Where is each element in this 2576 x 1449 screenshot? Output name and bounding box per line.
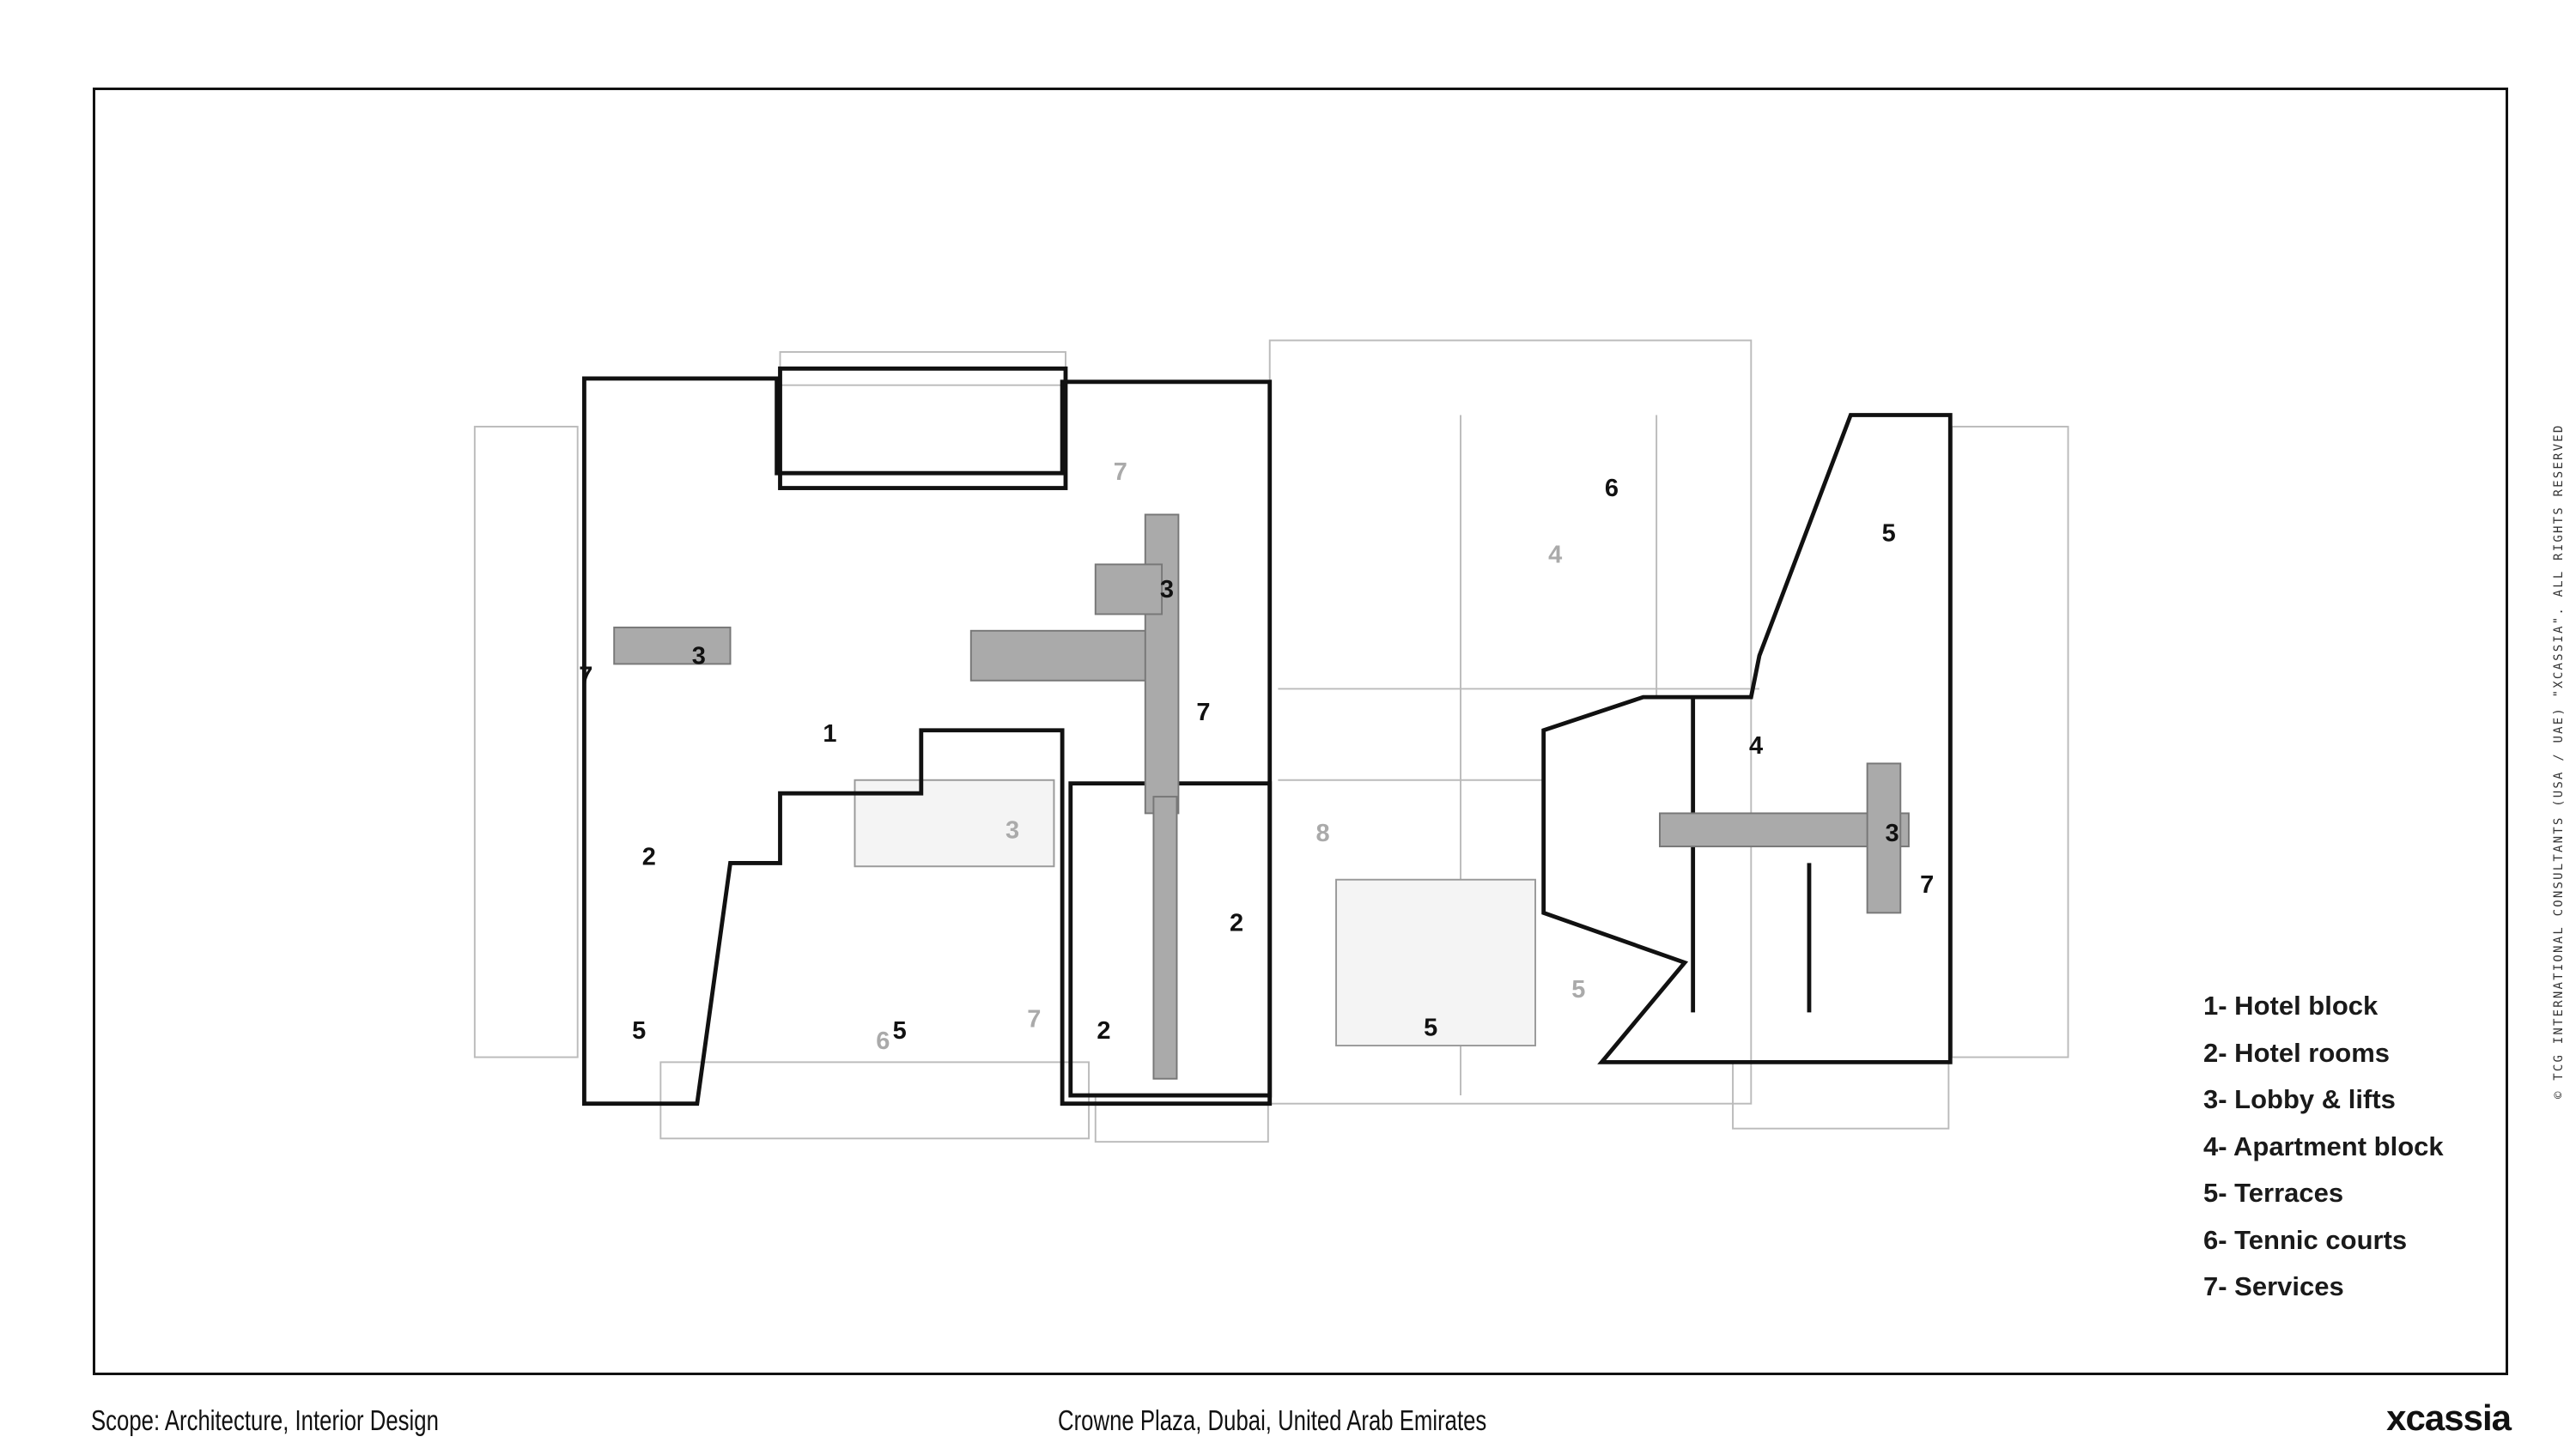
zone-label: 5 [893, 1017, 907, 1045]
seating-area [854, 779, 1536, 1046]
faded-zone-label: 3 [1005, 816, 1019, 844]
zone-label: 3 [692, 642, 706, 670]
building-outlines [581, 366, 1953, 1106]
xcassia-logo: xcassia [2386, 1397, 2512, 1438]
legend: 1- Hotel block 2- Hotel rooms 3- Lobby &… [2203, 987, 2444, 1315]
zone-label: 2 [642, 843, 656, 870]
zone-label: 3 [1886, 820, 1899, 847]
zone-label: 5 [1882, 519, 1896, 547]
faded-zone-label: 5 [1571, 976, 1585, 1003]
legend-item: 5- Terraces [2203, 1178, 2344, 1208]
zone-label: 4 [1749, 732, 1763, 760]
faded-zone-label: 8 [1316, 820, 1330, 847]
legend-item: 3- Lobby & lifts [2203, 1084, 2396, 1114]
legend-item: 1- Hotel block [2203, 991, 2379, 1021]
scope-text: Scope: Architecture, Interior Design [91, 1404, 439, 1436]
legend-item: 2- Hotel rooms [2203, 1037, 2391, 1068]
project-title: Crowne Plaza, Dubai, United Arab Emirate… [1058, 1404, 1487, 1436]
zone-label: 1 [823, 720, 836, 748]
zone-label: 5 [1424, 1014, 1437, 1041]
zone-label: 7 [579, 663, 592, 690]
faded-zone-label: 7 [1114, 458, 1127, 486]
legend-item: 7- Services [2203, 1271, 2344, 1301]
zone-label: 2 [1230, 910, 1243, 937]
legend-item: 6- Tennic courts [2203, 1224, 2408, 1255]
faded-zone-label: 4 [1548, 541, 1562, 568]
zone-label: 2 [1097, 1017, 1110, 1045]
zone-label: 5 [632, 1017, 646, 1045]
faded-zone-label: 7 [1027, 1006, 1041, 1034]
legend-item: 4- Apartment block [2203, 1131, 2444, 1161]
zone-label: 3 [1160, 576, 1174, 603]
plan-labels: 1 2 3 3 7 7 5 5 2 2 6 5 4 3 7 5 4 8 3 6 … [579, 458, 1934, 1055]
copyright-notice: © TCG INTERNATIONAL CONSULTANTS (USA / U… [2552, 423, 2566, 1099]
zone-label: 7 [1920, 871, 1934, 899]
faded-zone-label: 6 [876, 1028, 890, 1055]
drawing-frame [93, 88, 2508, 1375]
zone-label: 7 [1196, 699, 1210, 726]
faded-outlines [473, 339, 2069, 1143]
circulation-cores [613, 513, 1910, 1080]
zone-label: 6 [1605, 475, 1619, 502]
